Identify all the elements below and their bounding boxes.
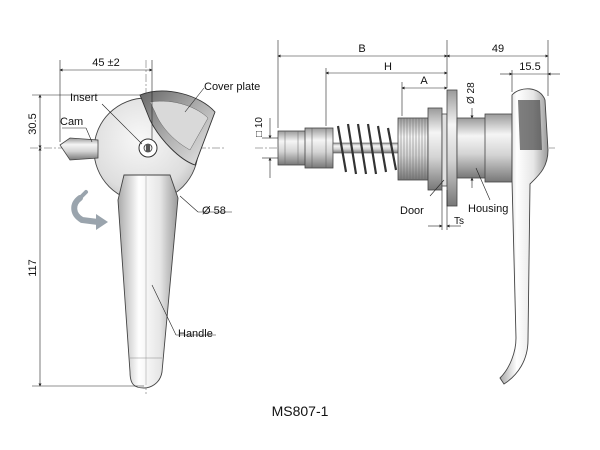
- dim-15-5: 15.5: [519, 61, 540, 73]
- door-panel: [441, 113, 448, 187]
- label-door: Door: [400, 205, 424, 217]
- dim-h: H: [384, 61, 392, 73]
- dim-square-10: □ 10: [254, 117, 265, 137]
- drawing-title: MS807-1: [272, 403, 329, 419]
- spring: [336, 123, 398, 175]
- dim-b: B: [358, 43, 365, 55]
- cam: [59, 137, 99, 161]
- front-view: 45 ±2 30.5 117 Cover plate Insert Cam Ø …: [27, 57, 260, 395]
- dim-45: 45 ±2: [92, 57, 119, 69]
- dim-49: 49: [492, 43, 504, 55]
- flange: [446, 89, 458, 207]
- hex-nut: [427, 107, 443, 191]
- dim-dia-58: Ø 58: [202, 205, 226, 217]
- label-cover-plate: Cover plate: [204, 81, 260, 93]
- front-handle: [117, 174, 179, 389]
- label-ts: Ts: [454, 216, 464, 227]
- label-cam: Cam: [60, 116, 83, 128]
- dim-dia-28: Ø 28: [466, 82, 477, 104]
- label-insert: Insert: [70, 92, 98, 104]
- side-handle: [499, 88, 549, 385]
- label-housing: Housing: [468, 203, 508, 215]
- square-shaft: [277, 130, 309, 166]
- dim-117: 117: [27, 259, 39, 277]
- dim-a: A: [420, 75, 428, 87]
- rotation-arrow-icon: [71, 190, 108, 230]
- cover-plate-face: [149, 100, 209, 151]
- side-view: B H A 49 15.5 Ø 28 □ 10 Door H: [254, 40, 560, 385]
- dim-30-5: 30.5: [27, 113, 39, 134]
- label-handle: Handle: [178, 328, 213, 340]
- nut: [304, 127, 334, 169]
